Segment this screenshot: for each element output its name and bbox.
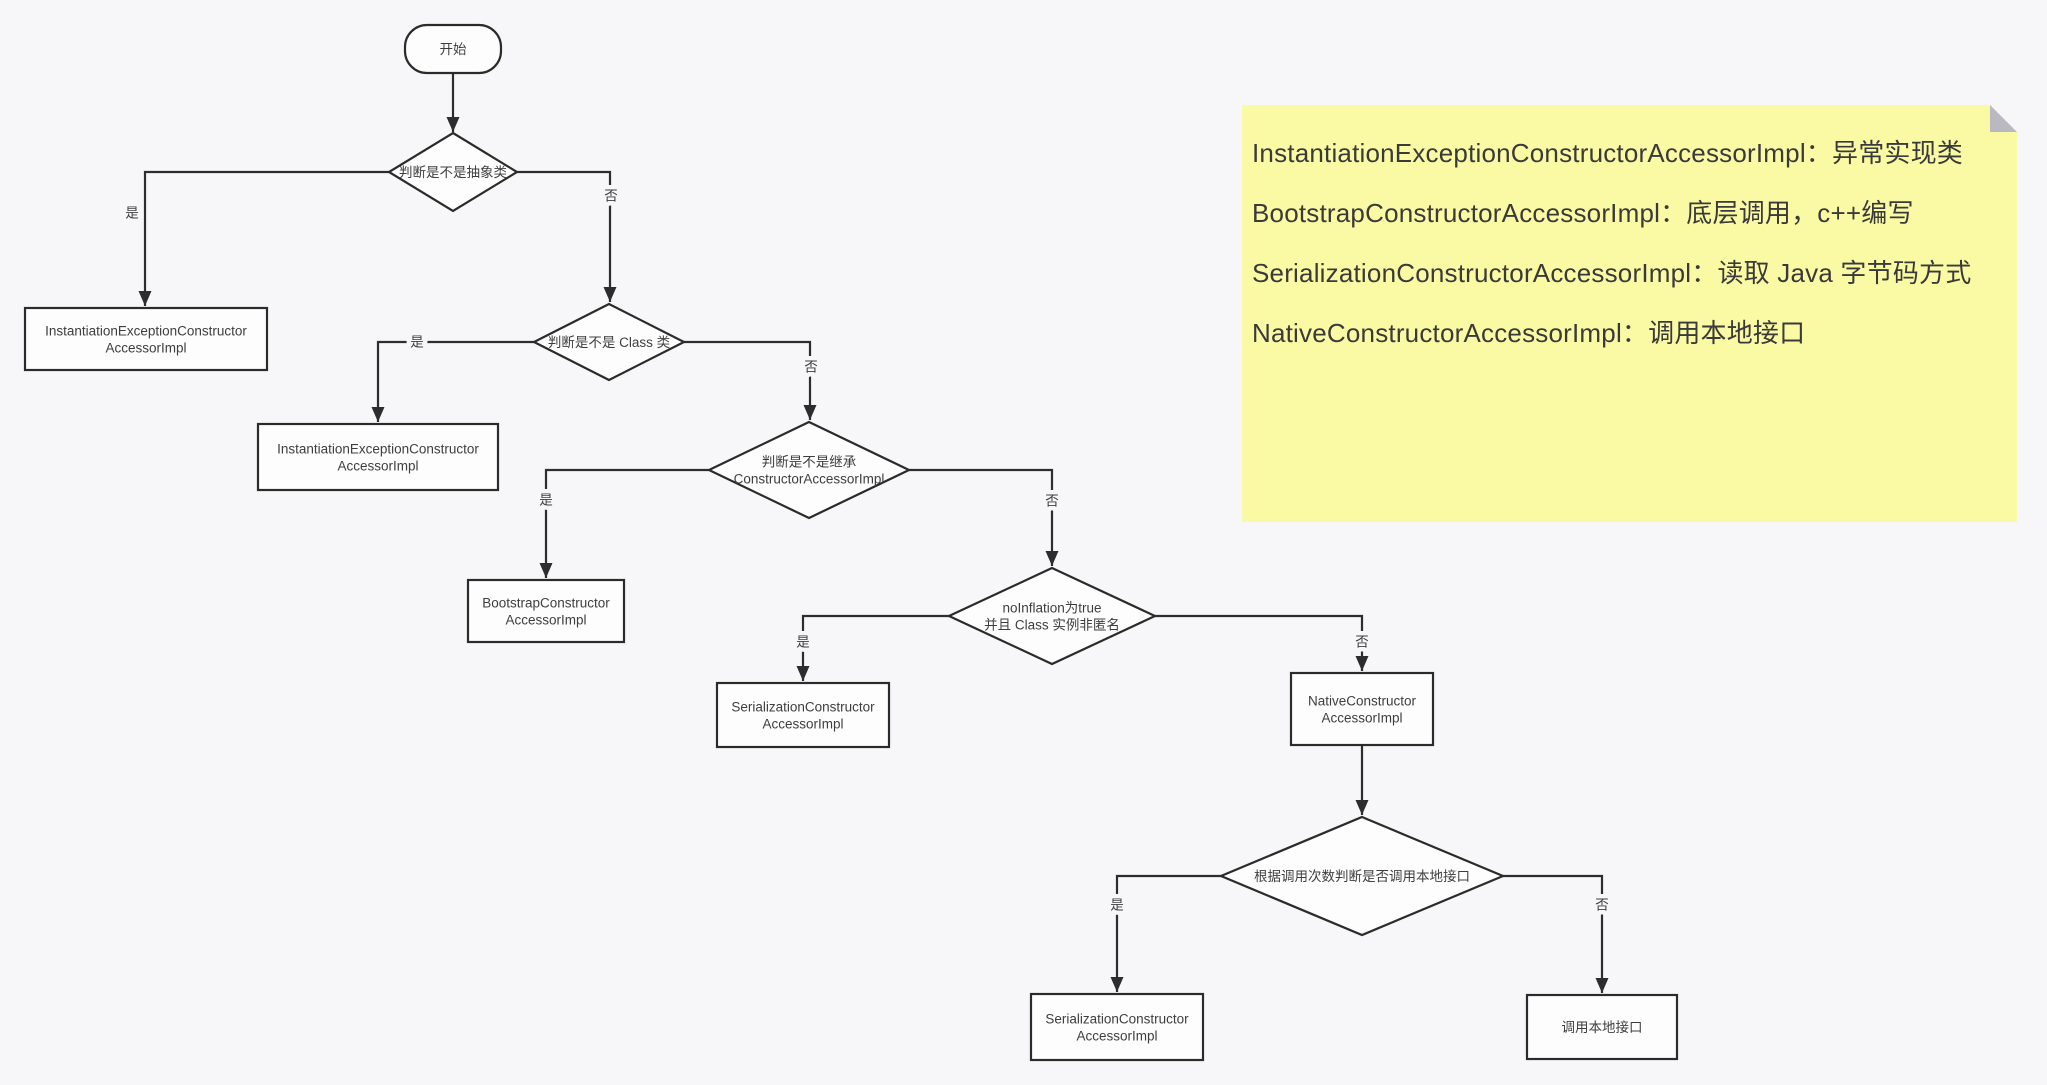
edge-count-no: 否 (1503, 874, 1613, 993)
note-line: SerializationConstructorAccessorImpl：读取 … (1252, 257, 1972, 288)
start-pill (403, 23, 503, 75)
arrow-head-icon (803, 405, 817, 420)
node-call-native-interface: 调用本地接口 (1525, 993, 1679, 1061)
arrow-head-icon (446, 117, 460, 132)
arrow-head-icon (539, 563, 553, 578)
node-label: 根据调用次数判断是否调用本地接口 (1254, 868, 1470, 884)
edge-label: 否 (604, 189, 618, 204)
process-box (1525, 993, 1679, 1061)
edge-class-no: 否 (684, 340, 822, 420)
edge-label: 否 (804, 360, 818, 375)
arrow-head-icon (603, 287, 617, 302)
process-box (23, 306, 269, 372)
process-box (256, 422, 500, 492)
decision-diamond (1218, 815, 1506, 937)
edge-native-to-count (1355, 745, 1369, 815)
decision-diamond (386, 131, 520, 213)
edge-label: 是 (539, 493, 553, 508)
edge-class-yes: 是 (371, 330, 534, 422)
node-label: 判断是不是抽象类 (399, 165, 507, 180)
note-fold-corner-icon (1990, 105, 2017, 132)
arrow-head-icon (1355, 656, 1369, 671)
node-label: 判断是不是 Class 类 (548, 335, 670, 350)
node-label: 调用本地接口 (1562, 1019, 1643, 1035)
node-label: 开始 (440, 42, 467, 57)
node-check-call-count: 根据调用次数判断是否调用本地接口 (1218, 815, 1506, 937)
edge-label: 是 (1110, 898, 1124, 913)
edge-label: 是 (796, 635, 810, 650)
edge-abstract-yes: 是 (121, 170, 389, 306)
edge-label: 否 (1595, 898, 1609, 913)
edge-inflation-yes: 是 (792, 614, 949, 681)
edge-inherit-yes: 是 (535, 468, 709, 578)
edge-label: 否 (1045, 494, 1059, 509)
edge-start-to-abstract (446, 73, 460, 132)
arrow-head-icon (1110, 977, 1124, 992)
arrow-head-icon (1595, 978, 1609, 993)
decision-diamond (531, 302, 687, 382)
process-box (1029, 992, 1205, 1062)
decision-diamond (706, 420, 912, 520)
arrow-head-icon (138, 291, 152, 306)
edge-abstract-no: 否 (517, 170, 622, 302)
edge-inflation-no: 否 (1155, 614, 1373, 671)
process-box (1289, 671, 1435, 747)
sticky-note: InstantiationExceptionConstructorAccesso… (1242, 105, 2017, 522)
node-check-class-type: 判断是不是 Class 类 (531, 302, 687, 382)
edge-label: 是 (125, 206, 139, 221)
node-check-abstract-class: 判断是不是抽象类 (386, 131, 520, 213)
process-box (466, 578, 626, 644)
edge-label: 是 (410, 335, 424, 350)
arrow-head-icon (1355, 800, 1369, 815)
arrow-head-icon (371, 407, 385, 422)
note-line: InstantiationExceptionConstructorAccesso… (1252, 137, 1964, 168)
note-line: BootstrapConstructorAccessorImpl：底层调用，c+… (1252, 197, 1914, 228)
arrow-head-icon (1045, 551, 1059, 566)
arrow-head-icon (796, 666, 810, 681)
edge-inherit-no: 否 (909, 468, 1063, 566)
node-start: 开始 (403, 23, 503, 75)
note-line: NativeConstructorAccessorImpl：调用本地接口 (1252, 317, 1806, 348)
decision-diamond (946, 566, 1158, 666)
process-box (715, 681, 891, 749)
edge-count-yes: 是 (1106, 874, 1221, 992)
edge-label: 否 (1355, 635, 1369, 650)
